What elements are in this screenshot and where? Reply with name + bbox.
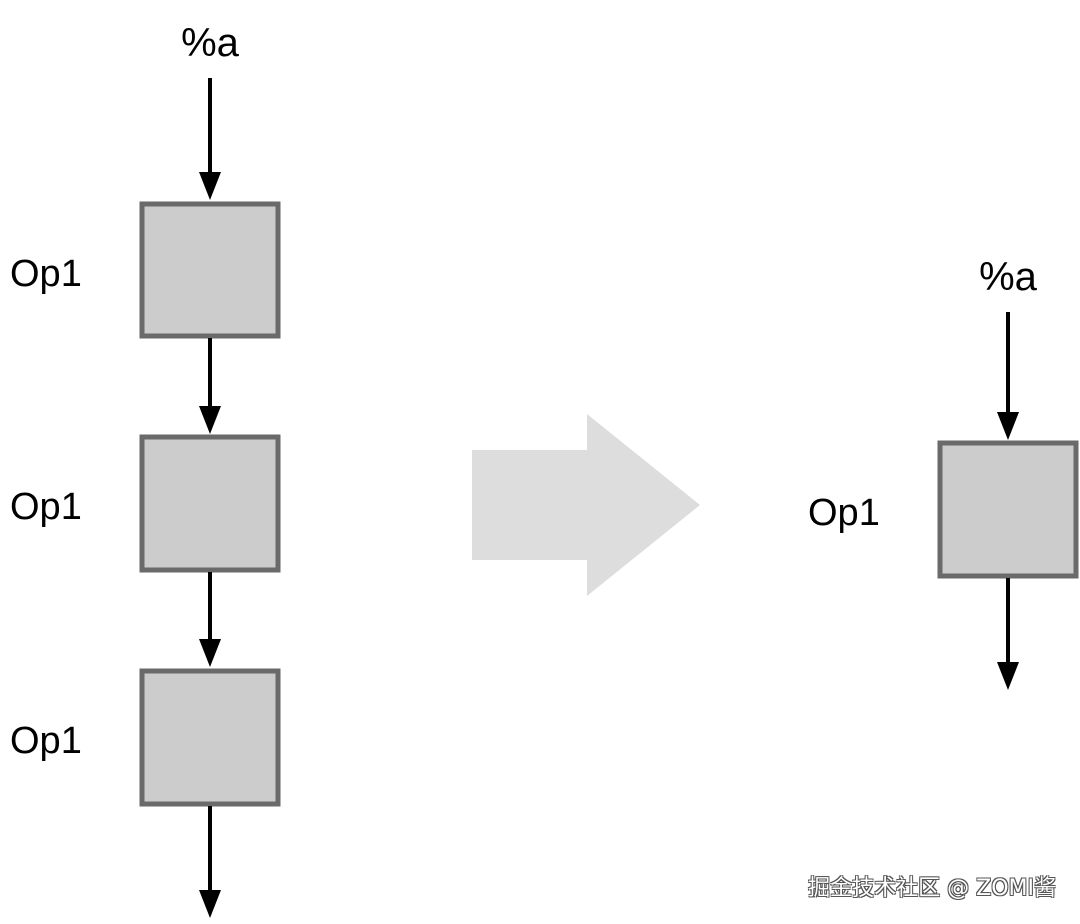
before-op-label-1: Op1 — [10, 253, 82, 295]
after-input-label: %a — [979, 255, 1038, 299]
before-op-label-3: Op1 — [10, 720, 82, 762]
after-graph: %a Op1 — [808, 255, 1079, 690]
before-input-edge — [199, 78, 221, 200]
before-op-label-2: Op1 — [10, 486, 82, 528]
before-edge-2-3 — [199, 572, 221, 667]
after-op-label: Op1 — [808, 492, 880, 534]
watermark: 掘金技术社区 @ ZOMI酱 — [808, 876, 1056, 901]
before-op-node-2 — [139, 434, 281, 573]
before-op-node-3 — [139, 668, 281, 807]
before-op-node-1 — [139, 201, 281, 339]
after-op-node — [937, 440, 1079, 579]
after-output-edge — [997, 578, 1019, 690]
after-input-edge — [997, 312, 1019, 440]
before-output-edge — [199, 806, 221, 918]
before-graph: %a Op1 Op1 Op1 — [10, 21, 281, 918]
before-edge-1-2 — [199, 338, 221, 434]
right-block-arrow-icon — [472, 414, 700, 596]
before-input-label: %a — [181, 21, 240, 65]
